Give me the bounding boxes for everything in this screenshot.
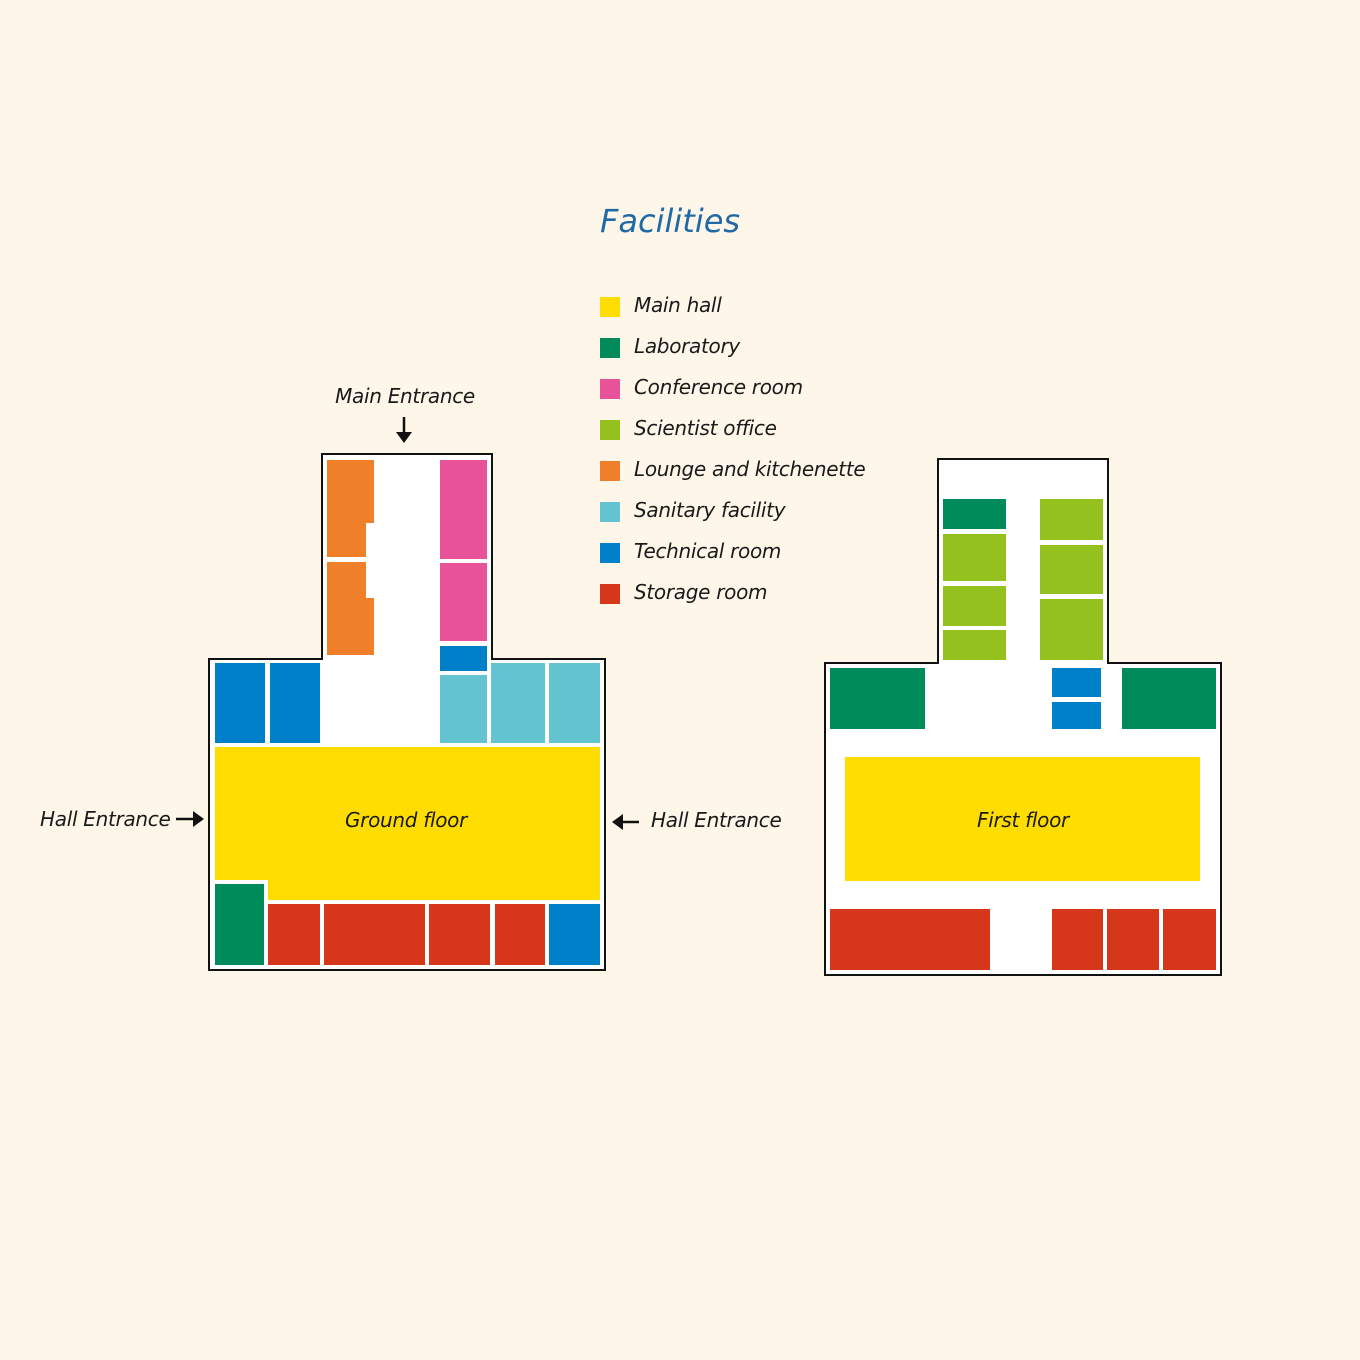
legend-label: Main hall bbox=[634, 292, 722, 317]
legend-swatch bbox=[600, 542, 620, 563]
room bbox=[429, 904, 490, 965]
legend-swatch bbox=[600, 583, 620, 604]
room bbox=[440, 563, 487, 641]
legend-label: Storage room bbox=[634, 579, 768, 604]
legend-title: Facilities bbox=[600, 202, 741, 240]
main-entrance-label: Main Entrance bbox=[335, 384, 475, 408]
room bbox=[440, 646, 487, 671]
legend-label: Conference room bbox=[634, 374, 803, 399]
room bbox=[943, 499, 1006, 529]
legend-item-hall: Main hall bbox=[600, 286, 865, 327]
legend-label: Lounge and kitchenette bbox=[634, 456, 866, 481]
room bbox=[1052, 909, 1103, 970]
room bbox=[1052, 702, 1101, 729]
room bbox=[324, 904, 425, 965]
hall-entrance-left-label: Hall Entrance bbox=[40, 807, 171, 831]
legend-swatch bbox=[600, 419, 620, 440]
legend-item-conf: Conference room bbox=[600, 368, 865, 409]
room bbox=[270, 663, 320, 743]
room bbox=[943, 630, 1006, 660]
room bbox=[215, 747, 600, 900]
arrow-left-icon bbox=[612, 814, 639, 830]
first-floor-plan bbox=[824, 458, 1222, 976]
room bbox=[440, 460, 487, 559]
arrow-down-icon bbox=[396, 417, 412, 443]
legend-item-lab: Laboratory bbox=[600, 327, 865, 368]
ground-floor-plan bbox=[208, 453, 606, 971]
legend-label: Technical room bbox=[634, 538, 782, 563]
first-floor-label: First floor bbox=[977, 808, 1069, 832]
room bbox=[1040, 545, 1103, 594]
room bbox=[943, 534, 1006, 581]
room bbox=[1040, 599, 1103, 660]
legend-item-storage: Storage room bbox=[600, 573, 865, 614]
room bbox=[549, 663, 600, 743]
legend-item-tech: Technical room bbox=[600, 532, 865, 573]
legend-item-lounge: Lounge and kitchenette bbox=[600, 450, 866, 491]
legend-label: Scientist office bbox=[634, 415, 777, 440]
room bbox=[440, 675, 487, 743]
legend-swatch bbox=[600, 337, 620, 358]
room bbox=[845, 757, 1200, 881]
room bbox=[1163, 909, 1216, 970]
legend-swatch bbox=[600, 378, 620, 399]
room bbox=[943, 586, 1006, 626]
room bbox=[215, 663, 265, 743]
room bbox=[495, 904, 545, 965]
room bbox=[491, 663, 545, 743]
arrow-right-icon bbox=[176, 811, 204, 827]
hall-entrance-right-label: Hall Entrance bbox=[651, 808, 782, 832]
room bbox=[1122, 668, 1216, 729]
legend-label: Sanitary facility bbox=[634, 497, 786, 522]
legend-label: Laboratory bbox=[634, 333, 740, 358]
legend-item-sanitary: Sanitary facility bbox=[600, 491, 865, 532]
room bbox=[1107, 909, 1159, 970]
room bbox=[830, 909, 990, 970]
room bbox=[327, 460, 374, 557]
room bbox=[1052, 668, 1101, 697]
room bbox=[1040, 499, 1103, 540]
room bbox=[268, 904, 320, 965]
room bbox=[830, 668, 925, 729]
room bbox=[327, 562, 374, 655]
room bbox=[549, 904, 600, 965]
ground-floor-label: Ground floor bbox=[344, 808, 468, 832]
legend-item-office: Scientist office bbox=[600, 409, 865, 450]
room bbox=[215, 884, 264, 965]
legend-swatch bbox=[600, 460, 620, 481]
legend-swatch bbox=[600, 296, 620, 317]
legend-swatch bbox=[600, 501, 620, 522]
